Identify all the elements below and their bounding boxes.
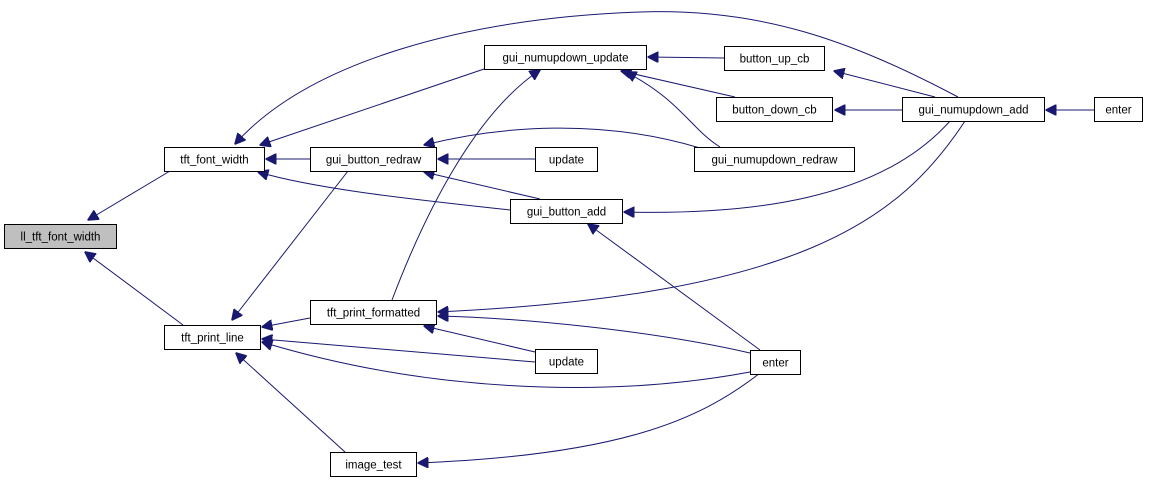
node-label: image_test — [345, 460, 402, 472]
node-label: gui_numupdown_redraw — [712, 155, 839, 167]
node-gui-button-redraw[interactable]: gui_button_redraw — [310, 147, 437, 172]
node-label: gui_button_redraw — [326, 155, 422, 167]
node-button-down-cb[interactable]: button_down_cb — [716, 97, 833, 122]
node-label: gui_button_add — [527, 207, 606, 219]
node-update-top[interactable]: update — [535, 147, 598, 172]
edge-button-up-cb-to-gui-numupdown-update — [648, 57, 725, 58]
node-label: enter — [762, 358, 788, 370]
edge-update-bottom-to-tft-print-line — [262, 339, 536, 363]
node-tft-font-width[interactable]: tft_font_width — [164, 147, 265, 172]
node-box — [330, 452, 417, 477]
node-label: update — [549, 155, 584, 167]
node-box — [902, 97, 1045, 122]
node-label: enter — [1105, 105, 1131, 117]
edge-gui-numupdown-update-to-tft-font-width — [260, 66, 491, 145]
node-box — [510, 199, 623, 224]
node-ll-tft-font-width[interactable]: ll_tft_font_width — [4, 224, 117, 249]
node-gui-numupdown-redraw[interactable]: gui_numupdown_redraw — [694, 147, 855, 172]
edge-gui-numupdown-redraw-to-gui-button-redraw — [424, 127, 701, 148]
edge-gui-button-add-to-tft-font-width — [258, 172, 511, 211]
node-enter-bottom[interactable]: enter — [750, 350, 801, 375]
node-box — [4, 224, 117, 249]
node-box — [310, 300, 437, 325]
node-label: update — [549, 357, 584, 369]
edge-gui-button-add-to-gui-button-redraw — [424, 172, 541, 200]
node-box — [724, 46, 825, 71]
edge-tft-font-width-to-ll-tft-font-width — [88, 170, 171, 220]
edge-enter-bottom-to-image-test — [418, 372, 761, 463]
node-box — [484, 45, 647, 70]
edge-enter-bottom-to-tft-print-line — [262, 342, 751, 388]
edges-layer — [85, 11, 1094, 463]
node-label: button_down_cb — [732, 105, 816, 117]
node-gui-numupdown-update[interactable]: gui_numupdown_update — [484, 45, 647, 70]
node-tft-print-formatted[interactable]: tft_print_formatted — [310, 300, 437, 325]
node-box — [164, 147, 265, 172]
edge-gui-button-redraw-to-tft-print-line — [232, 170, 349, 320]
node-box — [750, 350, 801, 375]
edge-image-test-to-tft-print-line — [236, 353, 346, 453]
edge-gui-numupdown-add-to-tft-print-formatted — [438, 120, 966, 312]
node-box — [716, 97, 833, 122]
node-box — [535, 147, 598, 172]
edge-tft-print-line-to-ll-tft-font-width — [85, 252, 184, 326]
node-box — [164, 325, 261, 350]
node-enter-top[interactable]: enter — [1094, 97, 1143, 122]
edge-gui-numupdown-add-to-button-up-cb — [834, 71, 936, 98]
edge-update-bottom-to-tft-print-formatted — [424, 326, 536, 353]
node-label: button_up_cb — [740, 54, 810, 66]
nodes-layer: ll_tft_font_width tft_font_width tft_print… — [4, 45, 1143, 477]
edge-tft-print-formatted-to-tft-print-line — [262, 317, 311, 327]
node-gui-button-add[interactable]: gui_button_add — [510, 199, 623, 224]
node-label: tft_font_width — [180, 155, 248, 167]
node-label: ll_tft_font_width — [21, 232, 101, 244]
node-label: gui_numupdown_update — [503, 53, 629, 65]
node-label: tft_print_formatted — [327, 308, 420, 320]
edge-gui-numupdown-add-to-tft-font-width — [235, 11, 959, 144]
edge-gui-numupdown-redraw-to-gui-numupdown-update — [626, 72, 721, 148]
edge-button-down-cb-to-gui-numupdown-update — [621, 71, 736, 98]
edge-tft-print-formatted-to-gui-numupdown-update — [391, 70, 540, 301]
node-label: tft_print_line — [181, 333, 244, 345]
edge-enter-bottom-to-tft-print-formatted — [438, 316, 751, 354]
node-tft-print-line[interactable]: tft_print_line — [164, 325, 261, 350]
node-box — [694, 147, 855, 172]
node-gui-numupdown-add[interactable]: gui_numupdown_add — [902, 97, 1045, 122]
node-box — [535, 349, 598, 374]
node-box — [310, 147, 437, 172]
node-button-up-cb[interactable]: button_up_cb — [724, 46, 825, 71]
node-image-test[interactable]: image_test — [330, 452, 417, 477]
edge-gui-numupdown-add-to-gui-button-add — [624, 120, 951, 212]
node-box — [1094, 97, 1143, 122]
node-label: gui_numupdown_add — [919, 105, 1029, 117]
node-update-bottom[interactable]: update — [535, 349, 598, 374]
